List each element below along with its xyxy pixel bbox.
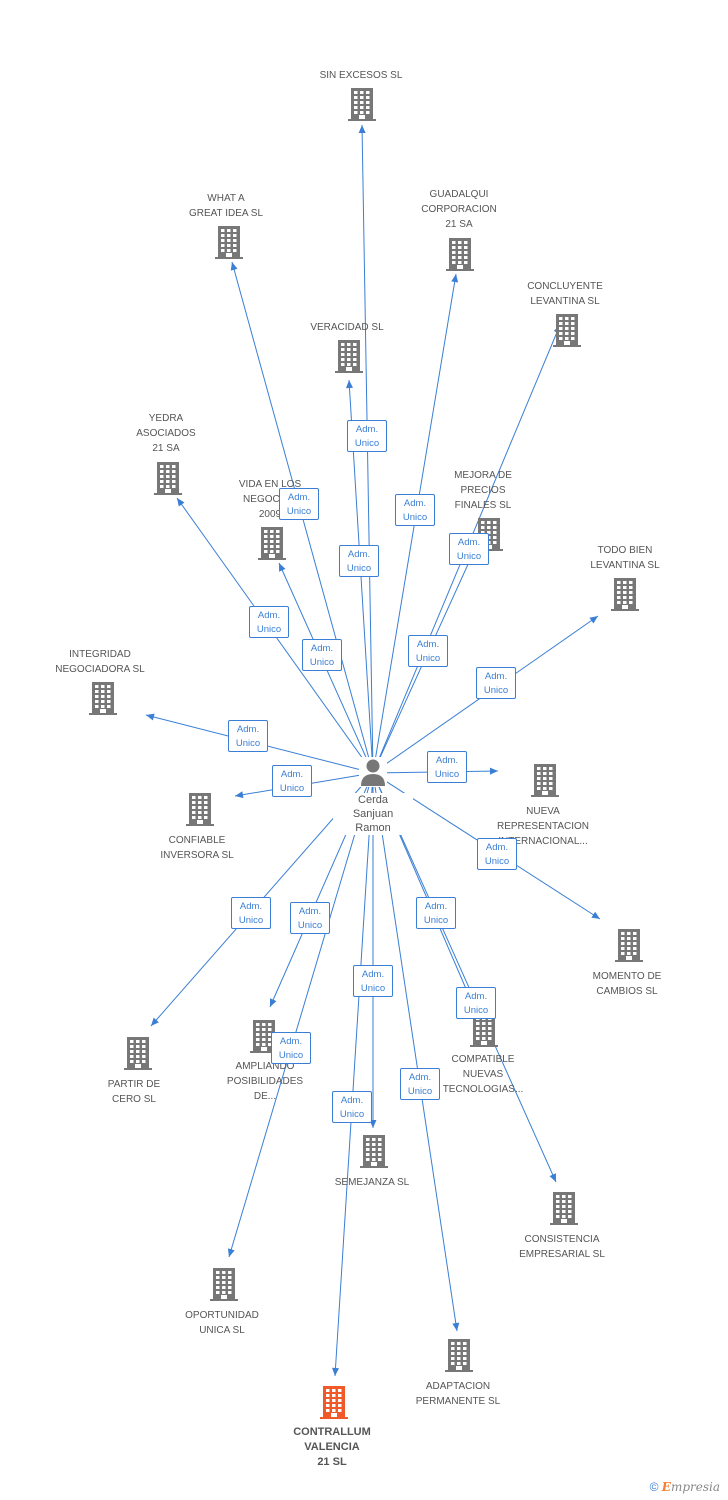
role-badge-veracidad[interactable]: Adm.Unico [339,545,379,577]
building-icon[interactable] [549,1191,579,1225]
role-badge-nueva[interactable]: Adm.Unico [427,751,467,783]
brand-logo-text: mpresia [670,1480,720,1494]
building-icon[interactable] [185,792,215,826]
company-label-veracidad[interactable]: VERACIDAD SL [310,322,384,333]
edge-consistencia [372,772,557,1183]
arrow-yedra [177,498,185,507]
edge-contrallum [334,772,374,1377]
building-icon[interactable] [445,237,475,271]
arrow-nueva [489,767,498,775]
role-badge-oportunidad[interactable]: Adm.Unico [271,1032,311,1064]
role-badge-what_a[interactable]: Adm.Unico [279,488,319,520]
building-icon[interactable] [347,87,377,121]
company-label-semejanza[interactable]: SEMEJANZA SL [334,1177,410,1188]
role-badge-concluyente[interactable]: Adm.Unico [449,533,489,565]
arrow-veracidad [345,380,353,389]
company-label-sin_excesos[interactable]: SIN EXCESOS SL [319,70,403,81]
building-icon[interactable] [444,1338,474,1372]
arrow-todo_bien [589,616,598,624]
arrow-guadalqui [451,274,459,283]
arrow-oportunidad [227,1248,235,1257]
building-icon[interactable] [530,763,560,797]
footer-brand: © Empresia [650,1480,720,1494]
building-icon[interactable] [552,313,582,347]
brand-logo-e: E [661,1480,671,1494]
building-icon[interactable] [123,1036,153,1070]
arrow-sin_excesos [358,125,366,134]
arrow-consistencia [549,1173,556,1182]
person-icon[interactable] [359,757,387,787]
building-icon[interactable] [153,461,183,495]
building-icon[interactable] [359,1134,389,1168]
building-icon[interactable] [257,526,287,560]
building-icon[interactable] [209,1267,239,1301]
building-icon[interactable] [610,577,640,611]
role-badge-compatible[interactable]: Adm.Unico [416,897,456,929]
arrow-confiable [235,791,244,799]
arrow-momento [591,911,600,919]
arrow-what_a [230,262,238,271]
edge-oportunidad [228,772,374,1258]
role-badge-consistencia[interactable]: Adm.Unico [456,987,496,1019]
building-icon[interactable] [88,681,118,715]
role-badge-sin_excesos[interactable]: Adm.Unico [347,420,387,452]
building-icon[interactable] [319,1385,349,1419]
role-badge-yedra[interactable]: Adm.Unico [249,606,289,638]
role-badge-ampliando[interactable]: Adm.Unico [290,902,330,934]
copyright-icon: © [649,1480,659,1494]
role-badge-confiable[interactable]: Adm.Unico [272,765,312,797]
edge-adaptacion [372,772,458,1332]
arrow-contrallum [332,1367,339,1376]
arrow-ampliando [270,998,277,1007]
role-badge-adaptacion[interactable]: Adm.Unico [400,1068,440,1100]
building-icon[interactable] [334,339,364,373]
arrow-integridad [146,713,155,721]
building-icon[interactable] [614,928,644,962]
arrow-adaptacion [452,1322,460,1331]
role-badge-contrallum[interactable]: Adm.Unico [332,1091,372,1123]
role-badge-semejanza[interactable]: Adm.Unico [353,965,393,997]
building-icon[interactable] [214,225,244,259]
role-badge-vida[interactable]: Adm.Unico [302,639,342,671]
arrow-partir [151,1017,159,1026]
role-badge-partir[interactable]: Adm.Unico [231,897,271,929]
role-badge-mejora[interactable]: Adm.Unico [408,635,448,667]
arrow-vida [279,563,286,572]
role-badge-todo_bien[interactable]: Adm.Unico [476,667,516,699]
role-badge-guadalqui[interactable]: Adm.Unico [395,494,435,526]
role-badge-momento[interactable]: Adm.Unico [477,838,517,870]
building-icon[interactable] [249,1019,279,1053]
role-badge-integridad[interactable]: Adm.Unico [228,720,268,752]
